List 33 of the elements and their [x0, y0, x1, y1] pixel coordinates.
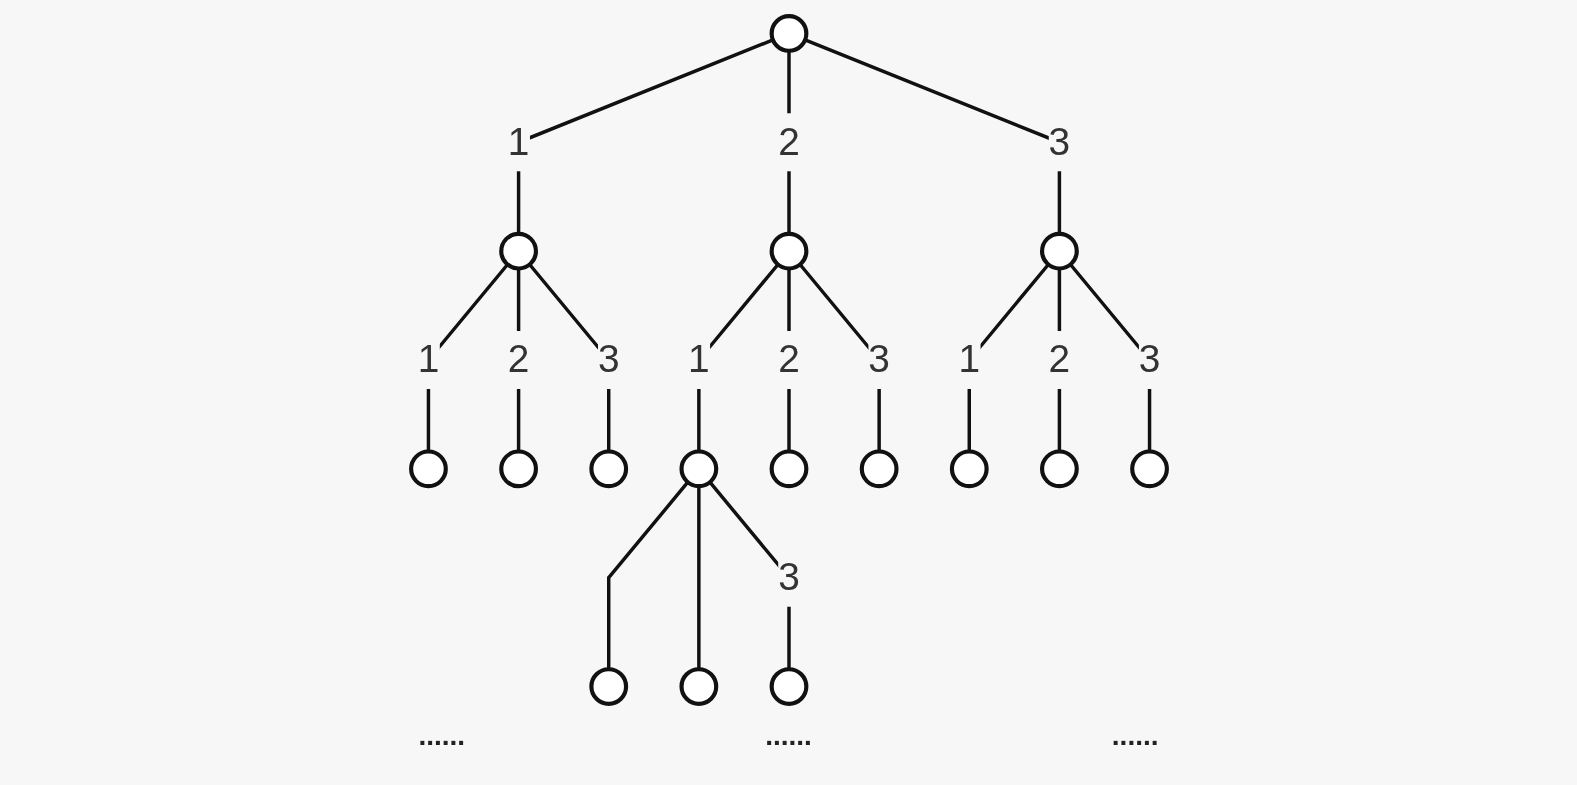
edge-label: 2 [777, 120, 800, 164]
node-circle [769, 449, 808, 489]
node-circle [408, 449, 448, 489]
node-circle [1039, 231, 1079, 271]
node-circle [588, 449, 628, 489]
edge-label: 2 [507, 337, 529, 381]
edge-label: 1 [417, 337, 439, 381]
node-circle [588, 667, 628, 706]
node-circle [859, 449, 899, 489]
node-circle [1039, 449, 1079, 489]
node-circle [769, 231, 808, 271]
node-circle [1129, 449, 1169, 489]
ellipsis-text: ...... [1111, 720, 1159, 752]
edge-label: 3 [597, 337, 620, 381]
node-circle [949, 449, 989, 489]
node-circle [678, 449, 718, 489]
edge-label: 2 [1048, 337, 1070, 381]
edge-label: 3 [777, 555, 800, 599]
node-circle [678, 667, 718, 706]
edge-label: 1 [687, 337, 710, 381]
ellipsis-text: ...... [765, 720, 812, 752]
edge-label: 3 [867, 337, 890, 381]
edge-label: 1 [957, 337, 980, 381]
node-circle [498, 449, 538, 489]
edge-label: 3 [1048, 120, 1070, 164]
ellipsis-text: ...... [418, 720, 466, 752]
connector [516, 38, 774, 234]
edge-label: 3 [1138, 337, 1160, 381]
edge-label: 2 [777, 337, 800, 381]
node-circle [769, 667, 808, 706]
node-circle [769, 14, 808, 53]
node-circle [498, 231, 538, 271]
edge-label: 1 [507, 120, 529, 164]
